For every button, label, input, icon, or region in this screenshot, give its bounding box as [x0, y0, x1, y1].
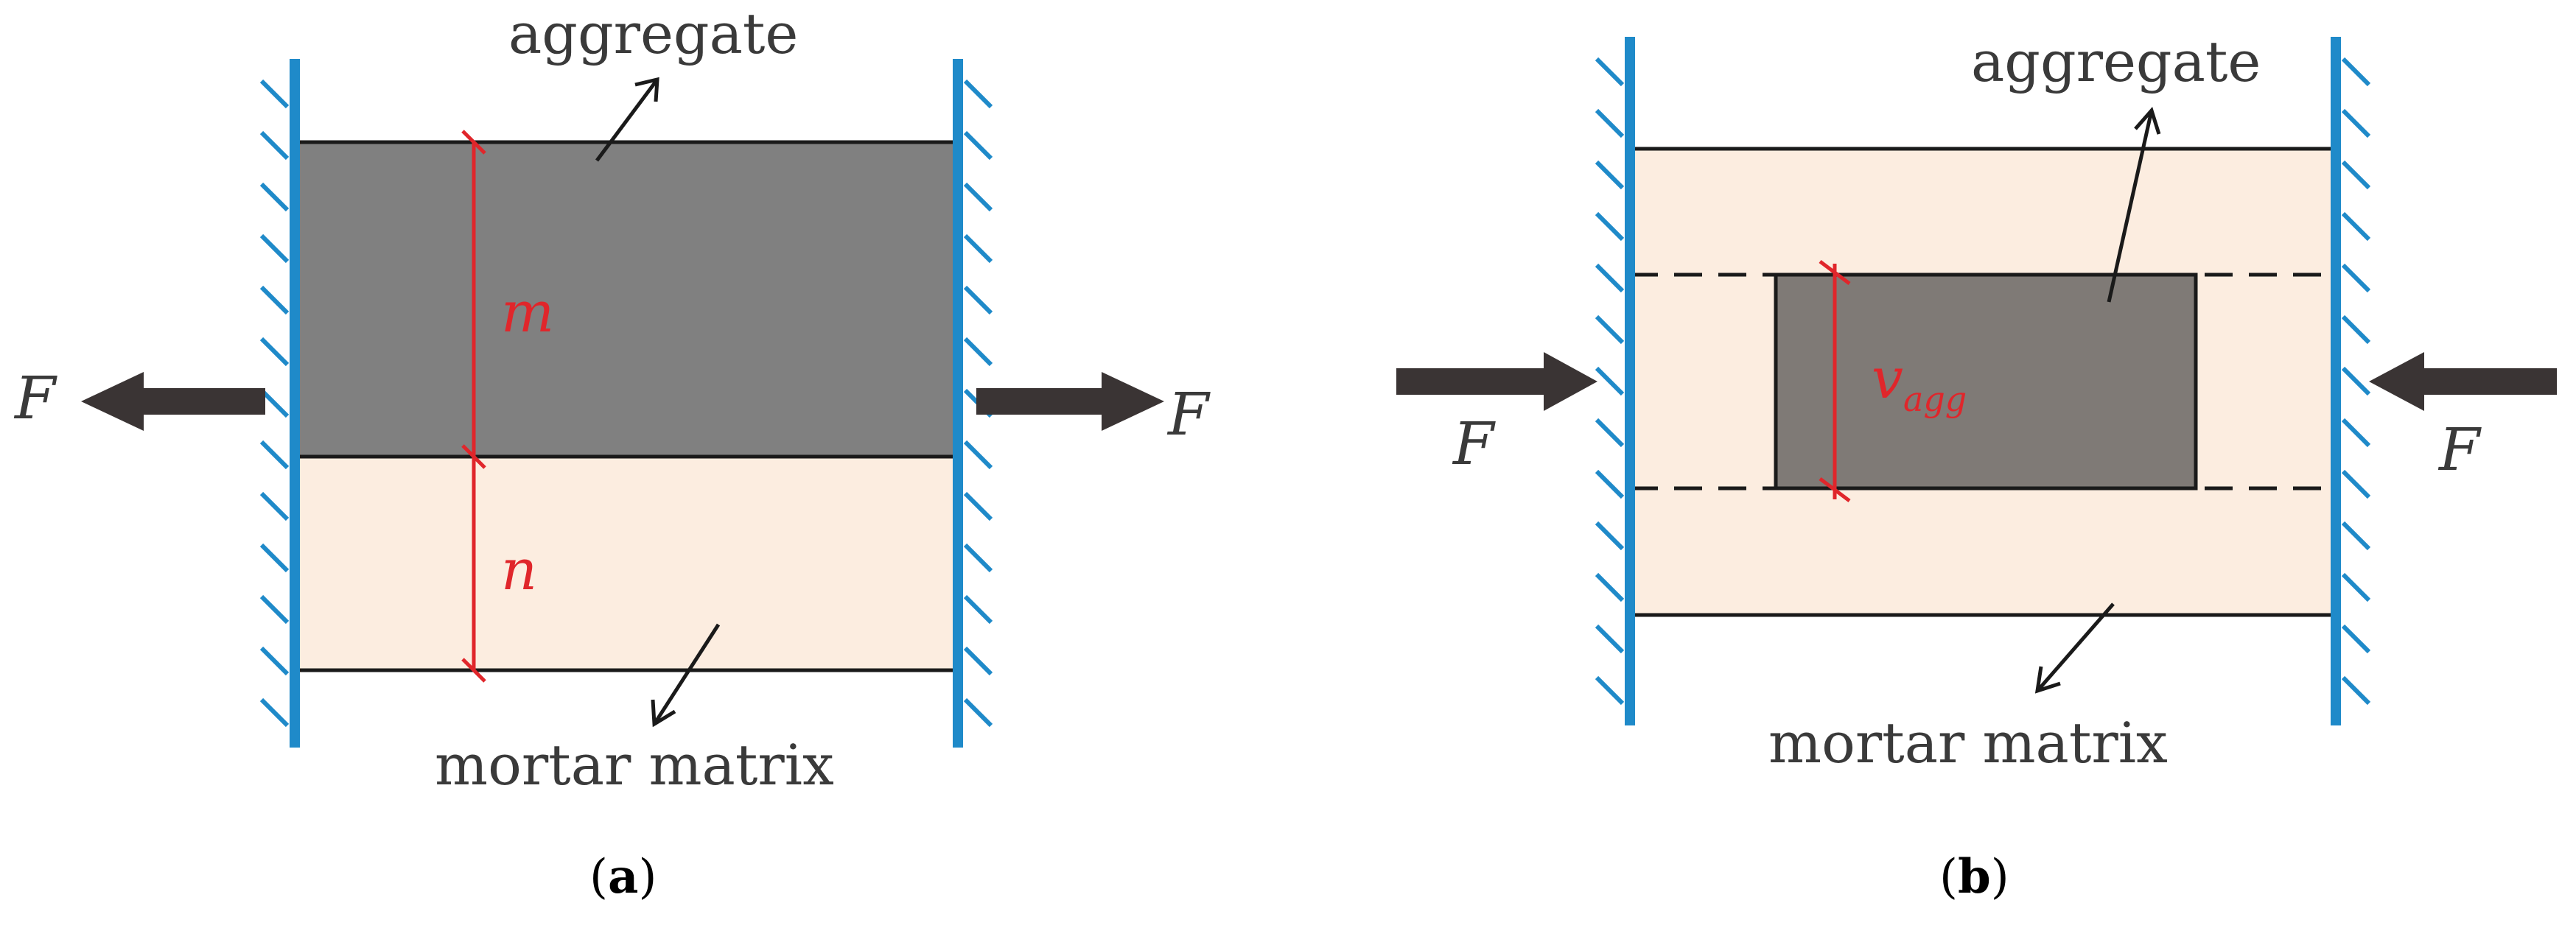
- panel-b-mortar-pointer: [2034, 602, 2115, 694]
- panel-a-left-wall-hatching: [259, 79, 290, 728]
- panel-a-aggregate-label: aggregate: [508, 1, 798, 66]
- panel-b-left-force-arrow: [1396, 352, 1597, 411]
- panel-a-dim-n-label: n: [501, 537, 537, 602]
- panel-a-caption-letter: a: [608, 849, 638, 904]
- panel-b-right-wall-hatching: [2341, 57, 2371, 706]
- panel-a-caption: (a): [589, 849, 657, 904]
- panel-a-dimension-line: [461, 130, 486, 683]
- panel-b-left-wall-hatching: [1595, 57, 1625, 706]
- panel-b-aggregate-pointer: [2107, 107, 2161, 303]
- panel-a-mortar-label: mortar matrix: [435, 732, 834, 798]
- panel-b-force-left-label: F: [1452, 409, 1496, 478]
- panel-a-force-left-label: F: [13, 364, 57, 432]
- panel-b-right-force-arrow: [2369, 352, 2557, 411]
- panel-b-force-right-label: F: [2437, 415, 2482, 484]
- panel-a: m n F F aggregate mortar matrix (a): [13, 1, 1211, 904]
- panel-a-right-force-arrow: [976, 372, 1164, 431]
- panel-a-mortar-pointer: [651, 623, 721, 728]
- panel-b-aggregate-block: [1774, 273, 2198, 491]
- panel-b-caption-letter: b: [1958, 849, 1991, 904]
- panel-a-mortar-block: [295, 457, 958, 670]
- panel-a-aggregate-pointer: [595, 77, 659, 162]
- panel-b-caption: (b): [1939, 849, 2009, 904]
- panel-b-dim-v-label: vagg: [1872, 345, 1967, 419]
- panel-b-aggregate-label: aggregate: [1971, 29, 2261, 94]
- panel-a-dim-m-label: m: [501, 279, 554, 345]
- panel-a-right-wall-hatching: [963, 79, 993, 728]
- panel-b-mortar-label: mortar matrix: [1768, 710, 2168, 776]
- panel-a-left-force-arrow: [81, 372, 265, 431]
- panel-b: vagg F F aggregate mortar matrix (b): [1396, 29, 2557, 904]
- panel-b-dimension-line: [1819, 260, 1851, 502]
- panel-b-dim-v-subscript: agg: [1903, 379, 1967, 419]
- panel-a-force-right-label: F: [1166, 380, 1211, 449]
- panel-a-aggregate-block: [295, 142, 958, 457]
